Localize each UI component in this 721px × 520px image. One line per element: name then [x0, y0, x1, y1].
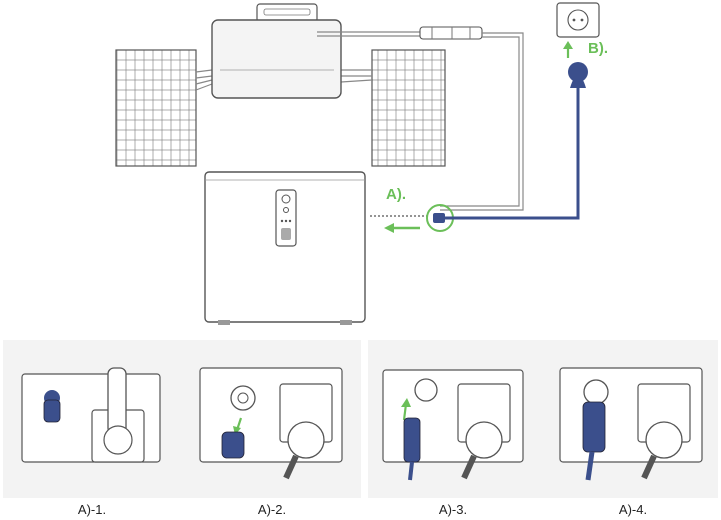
micro-inverter: [212, 4, 341, 98]
label-step-b: B).: [588, 40, 608, 57]
caption-step-a3: A)-3.: [413, 502, 493, 517]
wall-socket: [557, 3, 599, 37]
power-station: [205, 172, 365, 325]
solar-panel-right: [372, 50, 445, 166]
arrow-up-b: [563, 41, 573, 58]
label-step-a: A).: [386, 186, 406, 203]
step-a3-illustration: [383, 370, 523, 480]
solar-panel-left: [116, 50, 196, 166]
step-a1-illustration: [22, 368, 160, 462]
connection-indicator-a: [370, 205, 453, 233]
ac-cable: [445, 62, 588, 218]
caption-step-a1: A)-1.: [52, 502, 132, 517]
step-a4-illustration: [560, 368, 702, 480]
caption-step-a2: A)-2.: [232, 502, 312, 517]
step-a2-illustration: [200, 368, 342, 478]
caption-step-a4: A)-4.: [593, 502, 673, 517]
